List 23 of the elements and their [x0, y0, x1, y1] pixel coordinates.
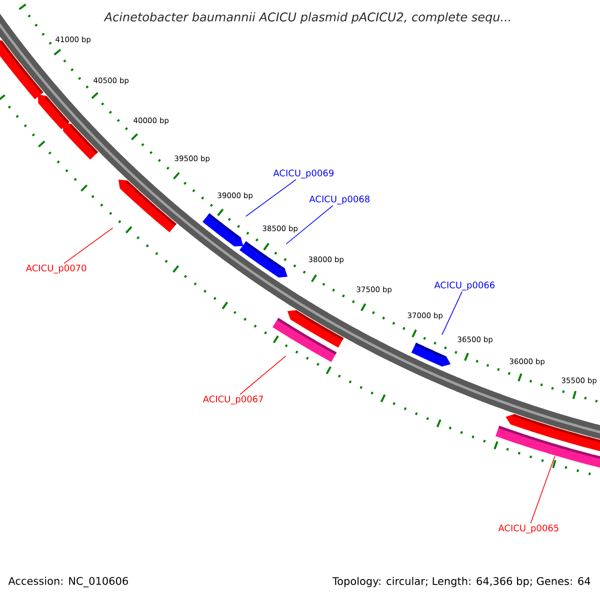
gene-label: ACICU_p0070: [26, 264, 86, 274]
gene-block: [202, 213, 244, 246]
leader-line: [442, 291, 462, 336]
gene-label: ACICU_p0069: [273, 170, 334, 178]
leader-line: [245, 179, 296, 217]
gene-label: ACICU_p0067: [202, 396, 264, 404]
gene-label: ACICU_p0065: [498, 524, 558, 534]
gene-block: [240, 241, 288, 278]
gene-block: [62, 122, 98, 160]
leader-line: [286, 205, 334, 244]
gene-block: [118, 180, 176, 232]
leader-line: [240, 356, 286, 395]
title: Acinetobacter baumannii ACICU plasmid pACICU2, complete sequ...: [104, 12, 510, 24]
summary-text: Topology: circular; Length: 64,366 bp; Genes: 64: [332, 576, 590, 588]
leader-line: [64, 228, 114, 264]
gene-block: [38, 94, 70, 130]
gene-label: ACICU_p0068: [309, 196, 370, 204]
leader-line: [530, 456, 556, 524]
gene-block: [0, 38, 44, 100]
gene-block: [411, 342, 451, 367]
accession-text: Accession: NC_010606: [8, 576, 128, 588]
gene-label: ACICU_p0066: [434, 282, 495, 290]
gene-block: [272, 318, 337, 362]
